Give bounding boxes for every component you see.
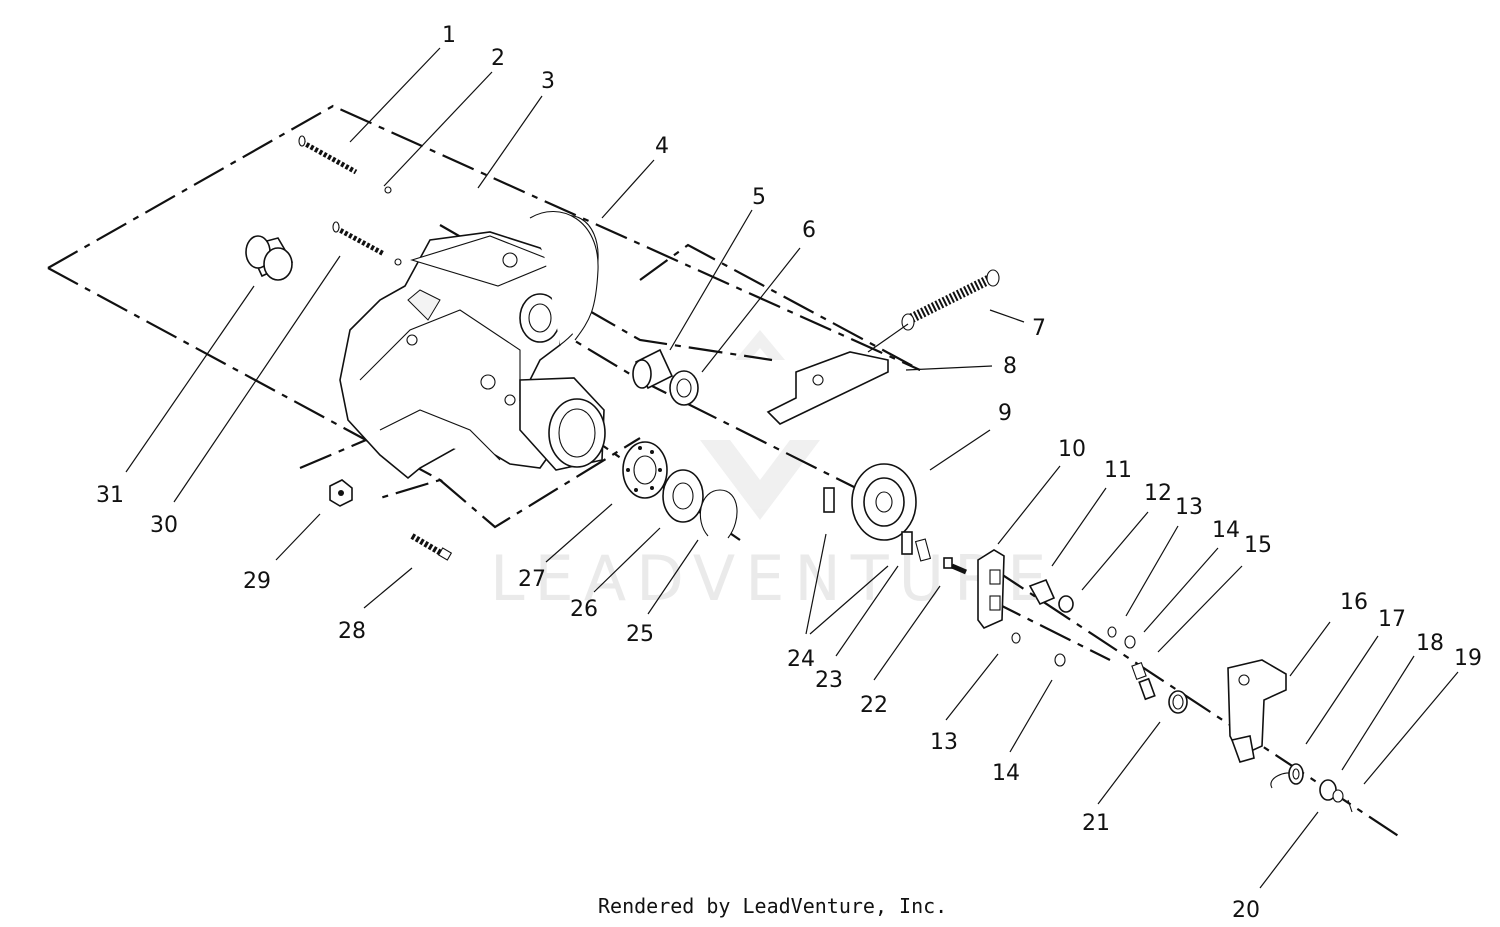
nut-small [1054,653,1066,667]
sleeve [1138,677,1156,701]
watermark-text: LEADVENTURE [490,542,1056,615]
pin [1131,662,1147,680]
screw-long [298,135,358,175]
clamp-block [977,549,1005,629]
callout-26: 26 [570,597,598,622]
callout-18: 18 [1416,631,1444,656]
callout-22: 22 [860,693,888,718]
torsion-spring [1168,690,1188,714]
callout-20: 20 [1232,898,1260,923]
callout-9: 9 [998,401,1012,426]
nut-small [1124,635,1136,649]
callout-28: 28 [338,619,366,644]
washer [384,186,392,194]
watermark: LEADVENTURE [490,330,1056,615]
callout-30: 30 [150,513,178,538]
callout-12: 12 [1144,481,1172,506]
bracket-plate [766,351,889,425]
callout-2: 2 [491,46,505,71]
washer-small [1011,632,1021,644]
render-credit: Rendered by LeadVenture, Inc. [598,894,947,918]
callout-14: 14 [1212,518,1240,543]
callout-labels: 1 2 3 4 5 6 7 8 9 10 11 12 13 14 15 16 1… [96,23,1482,923]
callout-1: 1 [442,23,456,48]
callout-17: 17 [1378,607,1406,632]
callout-31: 31 [96,483,124,508]
gasket [529,210,599,341]
key-plate [914,538,932,562]
callout-10: 10 [1058,437,1086,462]
bushing [245,235,294,281]
callout-11: 11 [1104,458,1132,483]
callout-4: 4 [655,134,669,159]
ball-bearing [622,441,668,499]
gearbox-housing [339,215,606,480]
extension-spring [901,269,1000,331]
key [823,487,835,513]
callout-24: 24 [787,647,815,672]
lock-nut [1332,789,1344,803]
retaining-ring [699,489,738,539]
callout-29: 29 [243,569,271,594]
callout-16: 16 [1340,590,1368,615]
seal-ring [662,469,704,523]
spacer [1028,578,1056,606]
callout-25: 25 [626,622,654,647]
callout-21: 21 [1082,811,1110,836]
nut [329,479,353,507]
pulley [851,463,917,541]
washer [394,258,402,266]
washer-small [1107,626,1117,638]
callout-15: 15 [1244,533,1272,558]
callout-13: 13 [1175,495,1203,520]
callout-3: 3 [541,69,555,94]
bushing-small [1058,595,1074,613]
callout-13-lower: 13 [930,730,958,755]
oil-seal [669,370,699,406]
leader-lines [125,47,1459,889]
callout-19: 19 [1454,646,1482,671]
needle-bearing [632,348,674,390]
callout-5: 5 [752,185,766,210]
callout-6: 6 [802,218,816,243]
bolt [943,557,967,575]
callout-23: 23 [815,668,843,693]
lever-bracket [1227,659,1287,763]
callout-7: 7 [1032,316,1046,341]
callout-27: 27 [518,567,546,592]
stud-bolt [410,533,453,561]
cotter-pin [1347,799,1353,813]
gear [1288,763,1304,785]
callout-14-lower: 14 [992,761,1020,786]
spring-hook [867,323,909,353]
callout-8: 8 [1003,354,1017,379]
screw-medium [332,221,386,257]
key [901,531,913,555]
